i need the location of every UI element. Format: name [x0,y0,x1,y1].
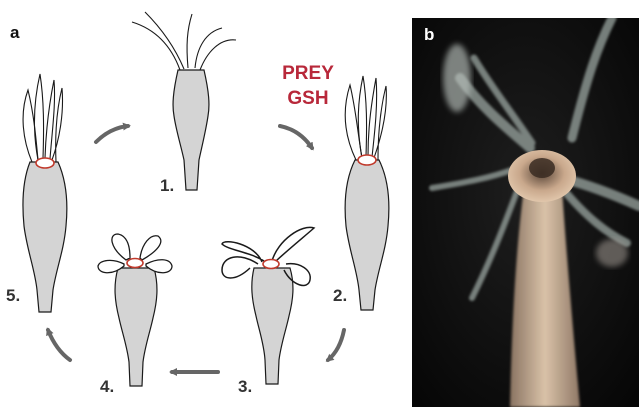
arrow-1-to-2 [280,126,312,148]
blurred-tentacle-tip [443,44,471,112]
gsh-label: GSH [287,88,328,109]
panel-a-label: a [10,23,20,42]
stage-4-number: 4. [100,377,114,396]
stage-5-mouth [36,158,54,168]
stage-2-tentacles [345,76,386,160]
photo-mouth-opening [529,158,555,178]
arrow-4-to-5 [48,330,70,360]
hydra-stage-2: 2. [333,76,389,310]
arrow-2-to-3 [328,330,344,360]
stage-1-number: 1. [160,176,174,195]
blurred-tentacle-end [596,239,628,267]
hydra-stage-3: 3. [222,227,314,396]
panel-b-label: b [424,25,434,44]
stage-3-mouth [263,260,279,269]
hydra-stage-4: 4. [98,234,172,396]
stage-5-number: 5. [6,286,20,305]
feeding-cycle-diagram: a 1. PREY GSH 2. [0,0,410,407]
hydra-stage-5: 5. [6,74,67,312]
stage-5-tentacles [23,74,62,162]
stage-3-number: 3. [238,377,252,396]
stage-4-mouth [127,259,143,268]
hydra-stage-1: 1. [132,12,236,195]
stage-2-mouth [358,155,376,165]
arrow-5-to-1 [96,126,128,142]
stage-1-tentacles [132,12,236,70]
hydra-photo-panel: b [412,18,639,407]
prey-label: PREY [282,63,334,84]
stage-2-number: 2. [333,286,347,305]
